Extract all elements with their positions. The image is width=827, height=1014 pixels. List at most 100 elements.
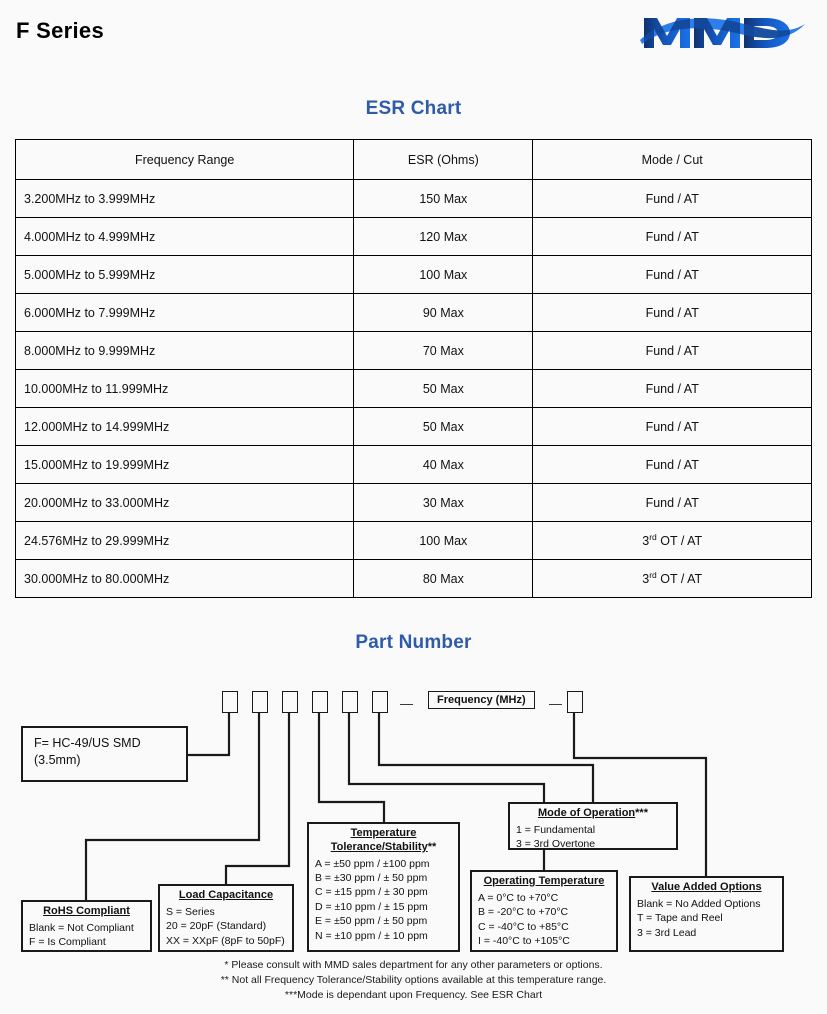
footnote: * Please consult with MMD sales departme… <box>224 959 603 971</box>
pn-slot-3-load-capacitance[interactable] <box>282 691 298 713</box>
callout-row: A = ±50 ppm / ±100 ppm <box>315 857 430 870</box>
cell-frequency-range: 24.576MHz to 29.999MHz <box>14 521 355 560</box>
cell-frequency-range: 30.000MHz to 80.000MHz <box>14 559 355 598</box>
cell-frequency-range: 5.000MHz to 5.999MHz <box>14 255 355 294</box>
cell-esr-ohms: 100 Max <box>353 255 534 294</box>
cell-frequency-range: 10.000MHz to 11.999MHz <box>14 369 355 408</box>
column-header-frequency: Frequency Range <box>14 139 355 180</box>
cell-esr-ohms: 90 Max <box>353 293 534 332</box>
pn-dash-left: — <box>400 696 413 711</box>
callout-row: F = Is Compliant <box>29 936 106 949</box>
mmd-logo <box>640 10 805 58</box>
cell-esr-ohms: 70 Max <box>353 331 534 370</box>
cell-mode-cut: 3rd OT / AT <box>532 559 812 598</box>
cell-mode-cut: 3rd OT / AT <box>532 521 812 560</box>
column-header-esr: ESR (Ohms) <box>353 139 534 180</box>
callout-title: Temperature Tolerance/Stability** <box>309 827 458 855</box>
pn-slot-1-package[interactable] <box>222 691 238 713</box>
table-header-row: Frequency Range ESR (Ohms) Mode / Cut <box>14 139 812 180</box>
package-line-1: F= HC-49/US SMD <box>34 736 141 750</box>
cell-esr-ohms: 50 Max <box>353 369 534 408</box>
callout-title-text: Mode of Operation <box>537 807 636 819</box>
column-header-mode: Mode / Cut <box>532 139 812 180</box>
callout-title-line-2: Tolerance/Stability <box>330 840 428 853</box>
cell-mode-cut: Fund / AT <box>532 369 812 408</box>
pn-frequency-field[interactable]: Frequency (MHz) <box>428 691 535 709</box>
cell-frequency-range: 6.000MHz to 7.999MHz <box>14 293 355 332</box>
callout-row: 20 = 20pF (Standard) <box>166 920 267 933</box>
callout-row: A = 0°C to +70°C <box>478 891 559 904</box>
callout-temperature-tolerance: Temperature Tolerance/Stability** A = ±5… <box>307 822 460 952</box>
pn-dash-right: — <box>549 696 562 711</box>
cell-mode-cut: Fund / AT <box>532 483 812 522</box>
esr-chart-heading: ESR Chart <box>365 98 462 119</box>
callout-row: Blank = Not Compliant <box>29 921 134 934</box>
callout-row: XX = XXpF (8pF to 50pF) <box>166 934 285 947</box>
footnotes: * Please consult with MMD sales departme… <box>0 958 827 1003</box>
callout-title-stars: *** <box>635 807 648 819</box>
package-text: F= HC-49/US SMD (3.5mm) <box>23 728 186 769</box>
callout-row: B = -20°C to +70°C <box>478 906 569 919</box>
cell-esr-ohms: 80 Max <box>353 559 534 598</box>
callout-title: Load Capacitance <box>160 889 292 903</box>
cell-mode-cut: Fund / AT <box>532 445 812 484</box>
callout-row: D = ±10 ppm / ± 15 ppm <box>315 900 428 913</box>
callout-row: I = -40°C to +105°C <box>478 935 570 948</box>
callout-title: Operating Temperature <box>472 875 616 889</box>
callout-value-added-options: Value Added Options Blank = No Added Opt… <box>629 876 784 952</box>
cell-mode-cut: Fund / AT <box>532 179 812 218</box>
cell-frequency-range: 4.000MHz to 4.999MHz <box>14 217 355 256</box>
page-title: F Series <box>16 18 105 43</box>
callout-title-stars: ** <box>427 840 437 853</box>
cell-esr-ohms: 120 Max <box>353 217 534 256</box>
callout-row: T = Tape and Reel <box>637 912 723 925</box>
callout-row: C = ±15 ppm / ± 30 ppm <box>315 886 428 899</box>
callout-rohs-compliant: RoHS Compliant Blank = Not Compliant F = … <box>21 900 152 952</box>
cell-frequency-range: 20.000MHz to 33.000MHz <box>14 483 355 522</box>
cell-frequency-range: 12.000MHz to 14.999MHz <box>14 407 355 446</box>
footnote: ***Mode is dependant upon Frequency. See… <box>284 988 543 1001</box>
callout-title: Mode of Operation*** <box>510 807 676 821</box>
callout-title-text: Load Capacitance <box>178 889 274 901</box>
cell-frequency-range: 8.000MHz to 9.999MHz <box>14 331 355 370</box>
callout-mode-of-operation: Mode of Operation*** 1 = Fundamental 3 = … <box>508 802 678 850</box>
callout-row: 3 = 3rd Overtone <box>516 838 596 851</box>
callout-title-text: RoHS Compliant <box>43 905 130 917</box>
cell-esr-ohms: 150 Max <box>353 179 534 218</box>
pn-slot-7-value-added-options[interactable] <box>567 691 583 713</box>
callout-title: RoHS Compliant <box>23 905 150 919</box>
pn-slot-4-temperature[interactable] <box>312 691 328 713</box>
cell-frequency-range: 3.200MHz to 3.999MHz <box>14 179 355 218</box>
callout-row: 1 = Fundamental <box>516 823 596 836</box>
esr-table: Frequency Range ESR (Ohms) Mode / Cut 3.… <box>14 139 812 598</box>
callout-row: B = ±30 ppm / ± 50 ppm <box>315 871 428 884</box>
callout-title-text: Operating Temperature <box>483 875 605 887</box>
cell-mode-cut: Fund / AT <box>532 293 812 332</box>
pn-slot-5-operating-temp[interactable] <box>342 691 358 713</box>
footnote: ** Not all Frequency Tolerance/Stability… <box>220 973 607 986</box>
package-line-2: (3.5mm) <box>34 752 81 767</box>
callout-rows: 1 = Fundamental 3 = 3rd Overtone <box>510 823 676 855</box>
pn-slot-2-rohs[interactable] <box>252 691 268 713</box>
callout-title-text: Value Added Options <box>651 881 762 893</box>
callout-row: 3 = 3rd Lead <box>637 926 697 939</box>
mmd-swoosh <box>640 18 805 44</box>
cell-mode-cut: Fund / AT <box>532 255 812 294</box>
cell-esr-ohms: 30 Max <box>353 483 534 522</box>
callout-row: N = ±10 ppm / ± 10 ppm <box>315 929 428 942</box>
pn-slot-6-mode-of-operation[interactable] <box>372 691 388 713</box>
